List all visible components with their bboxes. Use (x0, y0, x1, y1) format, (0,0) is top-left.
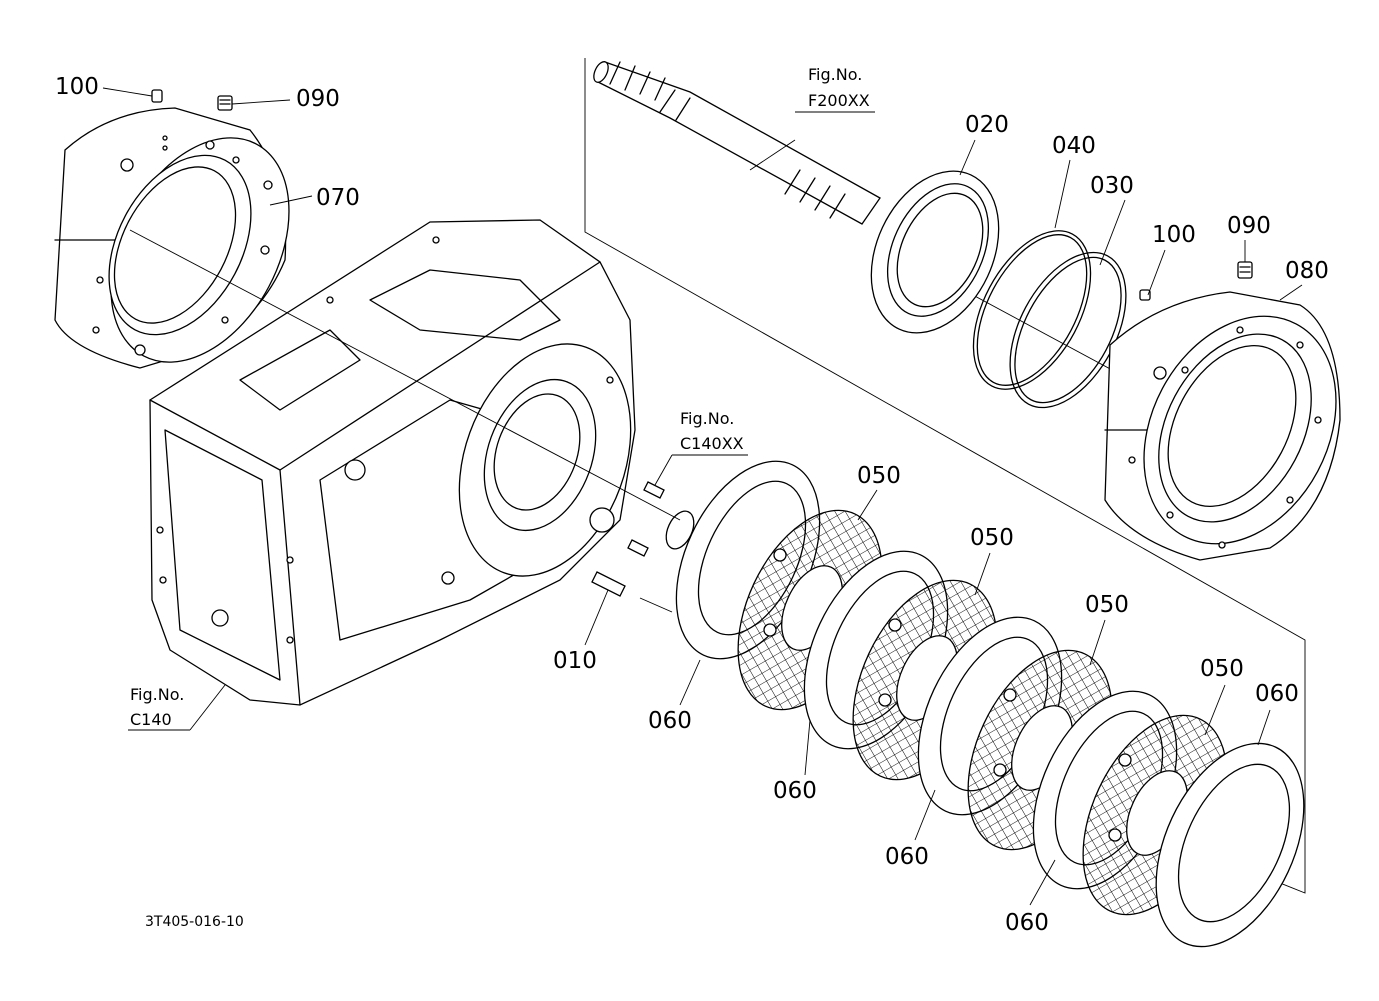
figure-ref-c140xx-code: C140XX (680, 434, 744, 453)
label-050-c: 050 (1085, 592, 1129, 618)
label-010: 010 (553, 648, 597, 674)
figure-ref-c140xx: Fig.No. C140XX (680, 409, 744, 453)
label-070: 070 (316, 185, 360, 211)
drawing-code: 3T405-016-10 (145, 914, 244, 930)
figure-ref-c140: Fig.No. C140 (130, 685, 184, 729)
label-060-b: 060 (773, 778, 817, 804)
label-060-c: 060 (885, 844, 929, 870)
brake-housing-right (1104, 291, 1341, 561)
transmission-case (149, 219, 636, 706)
label-020: 020 (965, 112, 1009, 138)
figure-ref-c140xx-caption: Fig.No. (680, 409, 734, 428)
label-050-d: 050 (1200, 656, 1244, 682)
figure-ref-c140-code: C140 (130, 710, 172, 729)
axle-shaft (593, 61, 881, 225)
figure-ref-f200: Fig.No. F200XX (808, 65, 870, 110)
breather-left (217, 95, 233, 111)
label-030: 030 (1090, 173, 1134, 199)
figure-ref-f200-code: F200XX (808, 91, 870, 110)
label-060-e: 060 (1255, 681, 1299, 707)
breather-right (1237, 261, 1253, 279)
label-040: 040 (1052, 133, 1096, 159)
label-090-right: 090 (1227, 213, 1271, 239)
pin-010 (591, 571, 626, 597)
brake-housing-left (54, 107, 290, 369)
label-100-left: 100 (55, 74, 99, 100)
leader-lines (102, 87, 1303, 906)
figure-ref-f200-caption: Fig.No. (808, 65, 862, 84)
plug-left (151, 89, 163, 103)
label-050-a: 050 (857, 463, 901, 489)
label-060-a: 060 (648, 708, 692, 734)
plug-right (1139, 289, 1151, 301)
part-labels: 100 090 070 020 040 030 100 090 080 050 … (55, 74, 1329, 936)
figure-ref-c140-caption: Fig.No. (130, 685, 184, 704)
oil-seal (870, 170, 1000, 334)
plate-060-e (1155, 742, 1305, 948)
label-060-d: 060 (1005, 910, 1049, 936)
label-080: 080 (1285, 258, 1329, 284)
o-ring-040 (972, 230, 1092, 390)
label-050-b: 050 (970, 525, 1014, 551)
label-090-left: 090 (296, 86, 340, 112)
label-100-right: 100 (1152, 222, 1196, 248)
